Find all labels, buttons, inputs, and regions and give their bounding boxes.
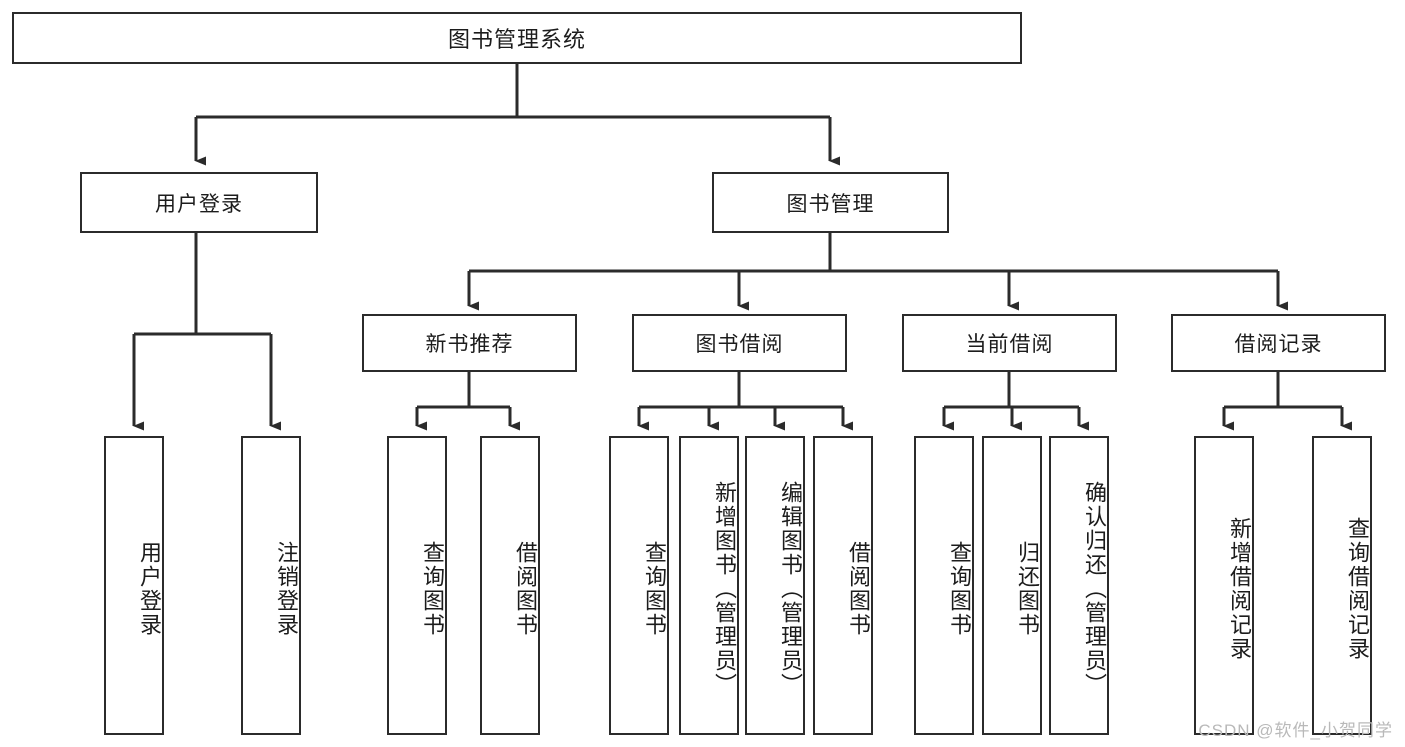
node-label: 新书推荐	[425, 333, 514, 356]
node-label: 编辑图书（管理员）	[778, 480, 803, 697]
node-label: 用户登录	[155, 192, 243, 216]
node-label: 确认归还（管理员）	[1082, 480, 1107, 697]
node-leaf-search-book-borrow[interactable]: 查询图书	[609, 436, 669, 735]
node-book-management[interactable]: 图书管理	[712, 172, 949, 233]
node-leaf-add-book-admin[interactable]: 新增图书（管理员）	[679, 436, 739, 735]
node-root-book-management-system[interactable]: 图书管理系统	[12, 12, 1022, 64]
node-leaf-confirm-return-admin[interactable]: 确认归还（管理员）	[1049, 436, 1109, 735]
node-label: 图书管理	[786, 192, 875, 216]
node-label: 归还图书	[1015, 540, 1040, 637]
node-leaf-logout[interactable]: 注销登录	[241, 436, 301, 735]
node-label: 查询借阅记录	[1345, 516, 1370, 661]
node-new-book-recommend[interactable]: 新书推荐	[362, 314, 577, 372]
node-leaf-edit-book-admin[interactable]: 编辑图书（管理员）	[745, 436, 805, 735]
node-label: 用户登录	[137, 540, 162, 637]
node-borrow-record[interactable]: 借阅记录	[1171, 314, 1386, 372]
node-leaf-return-book[interactable]: 归还图书	[982, 436, 1042, 735]
node-label: 新增借阅记录	[1227, 516, 1252, 661]
node-label: 新增图书（管理员）	[712, 480, 737, 697]
node-label: 当前借阅	[965, 333, 1054, 356]
node-label: 注销登录	[274, 540, 299, 637]
node-label: 借阅图书	[846, 540, 871, 637]
node-label: 查询图书	[947, 540, 972, 637]
node-label: 借阅记录	[1234, 333, 1323, 356]
node-leaf-borrow-book[interactable]: 借阅图书	[813, 436, 873, 735]
node-leaf-search-book-current[interactable]: 查询图书	[914, 436, 974, 735]
node-label: 图书借阅	[695, 333, 784, 356]
node-book-borrow[interactable]: 图书借阅	[632, 314, 847, 372]
node-label: 查询图书	[420, 540, 445, 637]
node-leaf-search-book-new[interactable]: 查询图书	[387, 436, 447, 735]
watermark: CSDN @软件_小贺同学	[1198, 721, 1393, 740]
node-label: 图书管理系统	[447, 27, 586, 52]
node-leaf-add-borrow-record[interactable]: 新增借阅记录	[1194, 436, 1254, 735]
node-current-borrow[interactable]: 当前借阅	[902, 314, 1117, 372]
node-label: 借阅图书	[513, 540, 538, 637]
node-user-login[interactable]: 用户登录	[80, 172, 318, 233]
node-label: 查询图书	[642, 540, 667, 637]
node-leaf-user-login[interactable]: 用户登录	[104, 436, 164, 735]
node-leaf-borrow-book-new[interactable]: 借阅图书	[480, 436, 540, 735]
node-leaf-search-borrow-record[interactable]: 查询借阅记录	[1312, 436, 1372, 735]
